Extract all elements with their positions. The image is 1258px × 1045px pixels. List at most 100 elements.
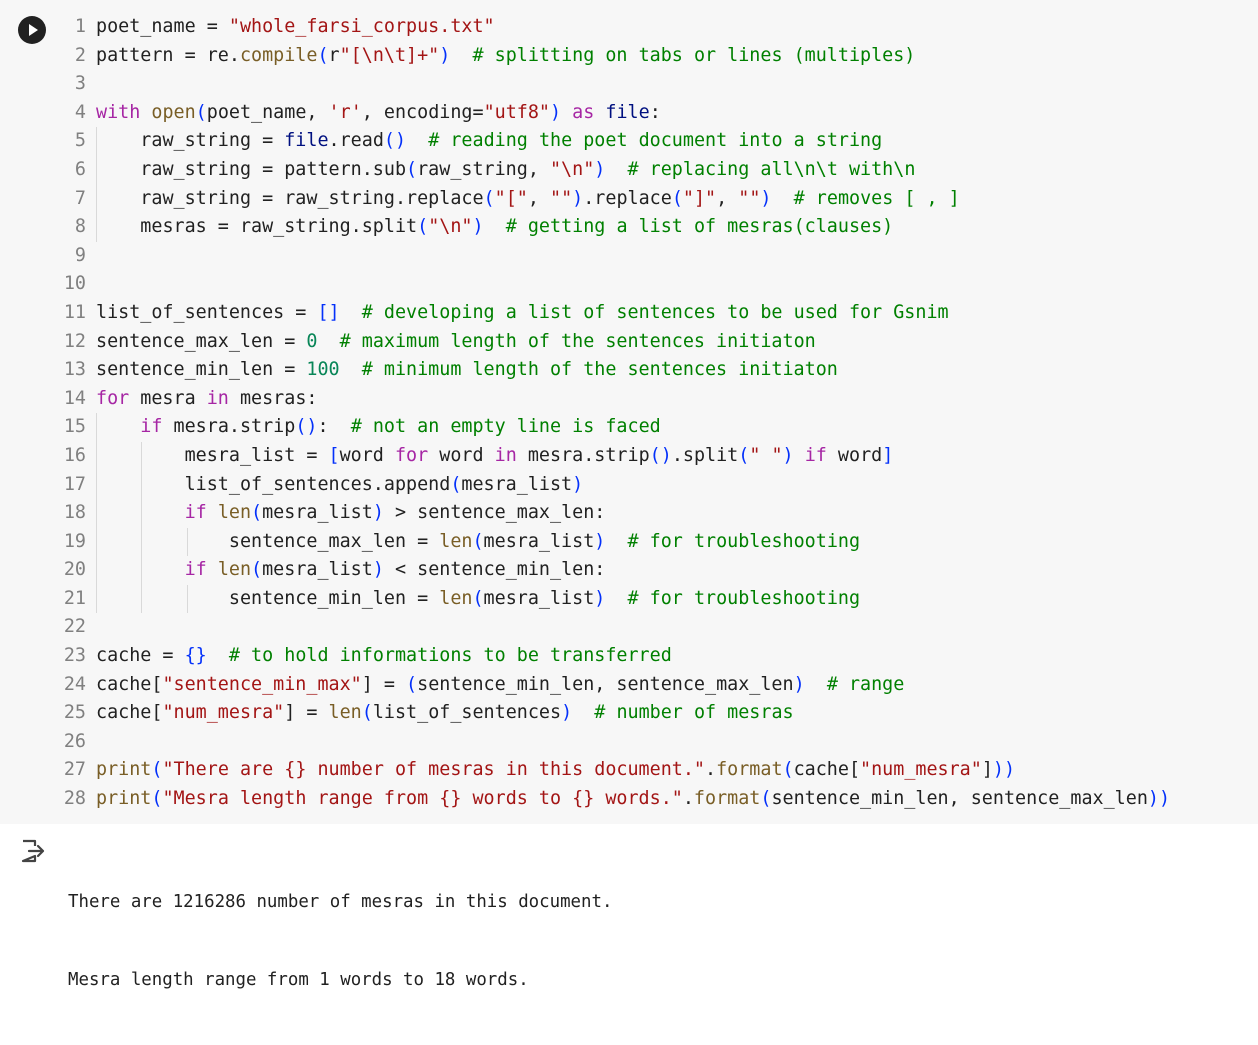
indent-guide xyxy=(96,470,97,500)
code-token xyxy=(594,102,605,123)
line-number: 16 xyxy=(63,444,86,466)
code-token: raw_string = raw_string.replace xyxy=(140,187,484,209)
code-token: 100 xyxy=(306,359,340,381)
code-line[interactable]: 14 for mesra in mesras: xyxy=(0,385,1170,414)
code-token: ( xyxy=(450,473,462,495)
code-text: cache = {} # to hold informations to be … xyxy=(96,645,672,666)
code-token xyxy=(207,502,218,523)
code-token: # replacing all\n\t with\n xyxy=(627,158,916,180)
code-line[interactable]: 20 if len(mesra_list) < sentence_min_len… xyxy=(0,556,1170,585)
code-token: cache[ xyxy=(793,759,861,781)
code-token: cache[ xyxy=(96,673,163,695)
cell-output: There are 1216286 number of mesras in th… xyxy=(0,824,1258,990)
code-line[interactable]: 18 if len(mesra_list) > sentence_max_len… xyxy=(0,499,1170,528)
code-token: word xyxy=(826,444,883,466)
code-token: () xyxy=(383,130,407,152)
code-token: < sentence_min_len: xyxy=(383,559,606,581)
code-token: mesra.strip xyxy=(516,444,650,466)
indent-guide xyxy=(96,413,97,442)
code-line[interactable]: 26 xyxy=(0,728,1170,757)
code-line[interactable]: 8 mesras = raw_string.split("\n") # gett… xyxy=(0,213,1170,242)
code-text: for mesra in mesras: xyxy=(96,388,317,409)
code-line[interactable]: 22 xyxy=(0,613,1170,642)
code-token: ] = xyxy=(361,673,407,695)
code-token xyxy=(340,359,362,380)
code-token: if xyxy=(184,502,207,524)
code-line[interactable]: 15 if mesra.strip(): # not an empty line… xyxy=(0,413,1170,442)
code-token: poet_name, xyxy=(206,101,329,123)
code-token: "\n" xyxy=(549,158,595,180)
code-token: # getting a list of mesras(clauses) xyxy=(505,216,894,238)
line-number: 13 xyxy=(63,359,86,381)
code-token: list_of_sentences = xyxy=(96,301,318,323)
code-token: r xyxy=(328,44,340,66)
code-token: mesra_list xyxy=(262,502,373,524)
code-token: ( xyxy=(417,216,429,238)
code-token: 'r' xyxy=(328,101,362,123)
code-token: ] xyxy=(882,444,894,466)
code-line[interactable]: 17 list_of_sentences.append(mesra_list) xyxy=(0,470,1170,500)
code-line[interactable]: 9 xyxy=(0,242,1170,271)
code-token: ) xyxy=(572,187,584,209)
line-number: 7 xyxy=(74,187,86,209)
code-token: # range xyxy=(826,673,905,695)
code-line[interactable]: 3 xyxy=(0,70,1170,99)
code-text: raw_string = file.read() # reading the p… xyxy=(96,130,882,151)
code-token: if xyxy=(804,444,827,466)
indent-guide xyxy=(141,584,143,614)
code-token: "]" xyxy=(682,187,717,209)
run-cell-button[interactable] xyxy=(18,16,46,44)
code-token: # for troubleshooting xyxy=(627,587,861,609)
code-token: ) xyxy=(594,530,606,552)
code-token: # minimum length of the sentences initia… xyxy=(361,359,838,381)
code-line[interactable]: 21 sentence_min_len = len(mesra_list) # … xyxy=(0,584,1170,614)
code-text: mesras = raw_string.split("\n") # gettin… xyxy=(96,216,893,237)
code-line[interactable]: 5 raw_string = file.read() # reading the… xyxy=(0,127,1170,156)
code-token xyxy=(772,188,794,209)
code-token: "[" xyxy=(494,187,528,209)
code-line[interactable]: 10 xyxy=(0,270,1170,299)
code-token: list_of_sentences xyxy=(372,702,562,724)
line-number: 17 xyxy=(63,473,86,495)
output-arrow-icon[interactable] xyxy=(20,838,46,864)
indent-guide xyxy=(141,527,143,557)
code-token: print xyxy=(96,788,152,810)
code-token: mesra_list xyxy=(483,587,595,609)
code-line[interactable]: 6 raw_string = pattern.sub(raw_string, "… xyxy=(0,155,1170,185)
code-line[interactable]: 16 mesra_list = [word for word in mesra.… xyxy=(0,441,1170,471)
code-line[interactable]: 7 raw_string = raw_string.replace("[", "… xyxy=(0,184,1170,214)
code-token: mesra_list xyxy=(461,473,573,495)
code-token xyxy=(794,445,805,466)
code-token: # removes [ , ] xyxy=(793,187,960,209)
indent-guide xyxy=(96,155,97,185)
code-token: , xyxy=(527,187,550,209)
code-token: # splitting on tabs or lines (multiples) xyxy=(472,44,916,66)
code-token: mesras: xyxy=(228,387,318,409)
line-number: 9 xyxy=(74,244,86,266)
code-token: # developing a list of sentences to be u… xyxy=(361,301,949,323)
line-number: 14 xyxy=(63,387,86,409)
code-text: raw_string = pattern.sub(raw_string, "\n… xyxy=(96,159,915,180)
code-line[interactable]: 19 sentence_max_len = len(mesra_list) # … xyxy=(0,527,1170,557)
indent-guide xyxy=(141,499,143,528)
code-token: mesra_list = xyxy=(184,444,329,466)
code-token: mesra.strip xyxy=(162,416,296,438)
line-number: 27 xyxy=(63,759,86,781)
code-token: # to hold informations to be transferred xyxy=(228,645,672,667)
code-token: ) xyxy=(550,101,562,123)
code-token: "sentence_min_max" xyxy=(162,673,362,695)
code-token: ) xyxy=(561,702,573,724)
